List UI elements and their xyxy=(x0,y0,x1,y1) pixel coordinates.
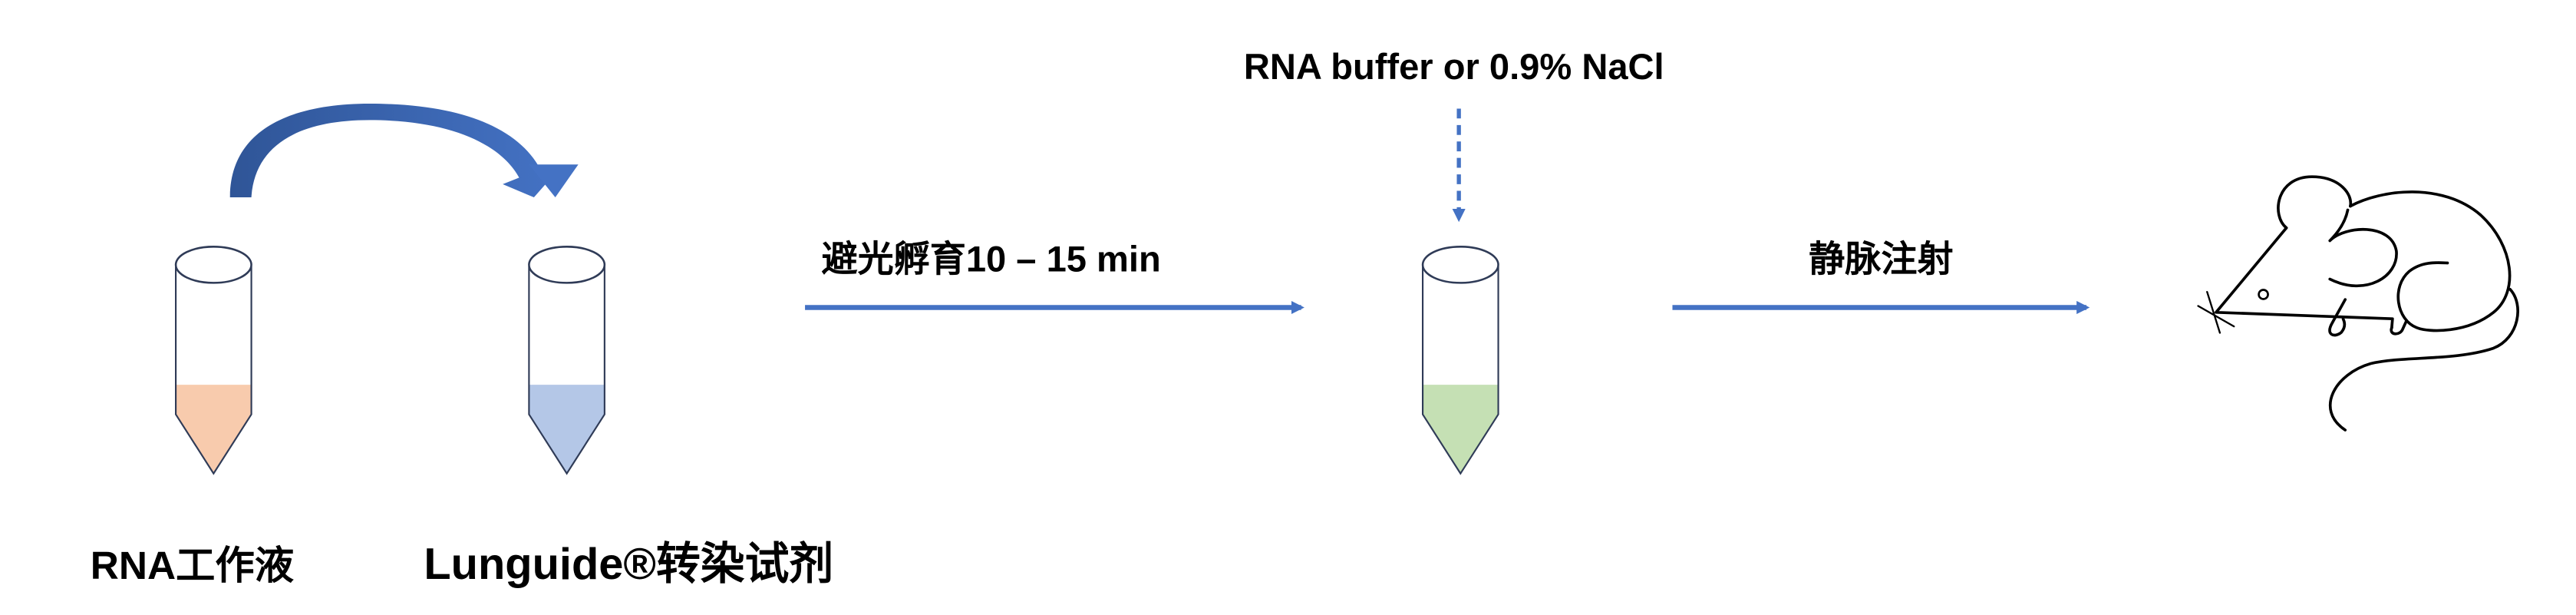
mouse-icon xyxy=(2197,175,2520,431)
transfer-arc-arrow xyxy=(229,104,579,198)
reagent-tube-icon xyxy=(528,246,606,475)
rna-working-solution-label: RNA工作液 xyxy=(91,543,295,587)
injection-step-label: 静脉注射 xyxy=(1809,238,1953,279)
mixture-tube-icon xyxy=(1421,246,1499,475)
rna-tube-icon xyxy=(174,246,252,475)
lunguide-reagent-label: Lunguide®转染试剂 xyxy=(424,540,833,589)
incubation-step-label: 避光孵育10 – 15 min xyxy=(821,238,1160,279)
buffer-addition-label: RNA buffer or 0.9% NaCl xyxy=(1244,46,1664,87)
